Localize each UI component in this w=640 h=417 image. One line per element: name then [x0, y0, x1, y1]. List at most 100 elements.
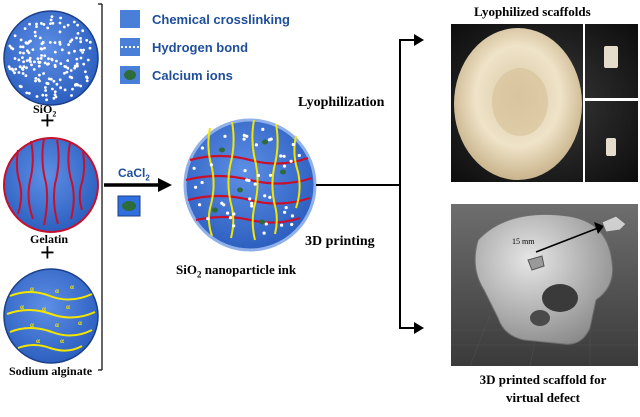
nanoparticle-dot — [76, 32, 80, 35]
nanoparticle-dot — [13, 57, 17, 60]
nanoparticle-dot — [31, 48, 35, 51]
printing-label: 3D printing — [305, 234, 375, 249]
nanoparticle-dot — [14, 67, 18, 71]
nanoparticle-dot — [36, 57, 40, 61]
arrow-print — [399, 185, 418, 329]
scale-label: 15 mm — [512, 237, 535, 246]
nanoparticle-dot — [71, 87, 74, 91]
alginate-label: Sodium alginate — [9, 364, 93, 378]
nanoparticle-dot — [73, 49, 76, 53]
nanoparticle-dot — [200, 146, 204, 150]
nanoparticle-dot — [59, 86, 62, 90]
nanoparticle-dot — [7, 65, 11, 69]
nanoparticle-dot — [85, 75, 89, 79]
nanoparticle-dot — [222, 203, 226, 207]
nanoparticle-dot — [60, 48, 64, 52]
lyophilization-label: Lyophilization — [298, 95, 385, 110]
nanoparticle-dot — [243, 169, 247, 173]
nanoparticle-dot — [39, 47, 43, 51]
nanoparticle-dot — [82, 48, 85, 52]
nanoparticle-dot — [37, 61, 41, 64]
nanoparticle-dot — [63, 65, 67, 68]
nanoparticle-dot — [53, 41, 57, 44]
nanoparticle-dot — [21, 68, 25, 71]
nanoparticle-dot — [242, 133, 246, 137]
silica-disc — [3, 10, 99, 106]
arrow-lyo — [316, 39, 418, 186]
nanoparticle-dot — [8, 67, 12, 71]
nanoparticle-dot — [48, 41, 52, 44]
nanoparticle-dot — [53, 63, 57, 67]
nanoparticle-dot — [66, 23, 70, 27]
nanoparticle-dot — [58, 42, 62, 46]
nanoparticle-dot — [25, 66, 28, 70]
nanoparticle-dot — [27, 51, 31, 55]
nanoparticle-dot — [68, 75, 72, 79]
nanoparticle-dot — [28, 22, 31, 26]
nanoparticle-dot — [232, 224, 236, 228]
nanoparticle-dot — [53, 50, 57, 54]
nanoparticle-dot — [282, 164, 287, 168]
nanoparticle-dot — [51, 21, 55, 25]
nanoparticle-dot — [198, 203, 202, 207]
nanoparticle-dot — [76, 23, 79, 27]
nanoparticle-dot — [290, 214, 294, 218]
nanoparticle-dot — [228, 216, 233, 220]
nanoparticle-dot — [81, 51, 84, 54]
nanoparticle-dot — [264, 222, 268, 226]
nanoparticle-dot — [268, 195, 272, 199]
nanoparticle-dot — [88, 46, 92, 50]
nanoparticle-dot — [242, 137, 246, 141]
nanoparticle-dot — [22, 65, 26, 69]
nanoparticle-dot — [79, 40, 83, 44]
nanoparticle-dot — [39, 57, 43, 60]
nanoparticle-dot — [59, 62, 63, 65]
plus-sign-2: + — [40, 238, 55, 267]
nanoparticle-dot — [34, 79, 37, 83]
nanoparticle-dot — [279, 154, 283, 158]
nanoparticle-dot — [263, 194, 267, 198]
nanoparticle-dot — [79, 84, 83, 88]
nanoparticle-dot — [232, 212, 236, 216]
nanoparticle-dot — [8, 44, 12, 48]
nanoparticle-dot — [226, 211, 230, 215]
nanoparticle-dot — [33, 30, 37, 34]
nanoparticle-dot — [63, 71, 66, 75]
nanoparticle-dot — [21, 72, 25, 75]
nanoparticle-dot — [70, 94, 73, 97]
nanoparticle-dot — [44, 93, 48, 97]
nanoparticle-dot — [28, 58, 31, 62]
gelatin-disc — [3, 137, 99, 233]
svg-text:α: α — [20, 303, 24, 311]
nanoparticle-dot — [75, 57, 79, 61]
lyophilized-title: Lyophilized scaffolds — [474, 4, 591, 19]
nanoparticle-dot — [47, 57, 50, 61]
nanoparticle-dot — [27, 91, 31, 95]
printed-title-line1: 3D printed scaffold for — [479, 372, 607, 387]
nanoparticle-dot — [74, 83, 77, 87]
nanoparticle-dot — [247, 178, 251, 183]
silica-label: SiO2 — [33, 102, 57, 119]
nanoparticle-dot — [42, 72, 45, 75]
nanoparticle-dot — [65, 70, 69, 74]
svg-text:α: α — [70, 283, 74, 291]
nanoparticle-dot — [29, 39, 32, 43]
nanoparticle-dot — [70, 38, 74, 42]
nanoparticle-dot — [52, 79, 56, 83]
nanoparticle-dot — [49, 77, 53, 81]
nanoparticle-dot — [13, 34, 17, 38]
cacl2-label: CaCl2 — [118, 166, 150, 183]
nanoparticle-dot — [79, 56, 83, 60]
nanoparticle-dot — [35, 95, 39, 98]
nanoparticle-dot — [55, 82, 59, 86]
nanoparticle-dot — [66, 59, 70, 62]
nanoparticle-dot — [35, 25, 38, 28]
nanoparticle-dot — [72, 20, 76, 24]
nanoparticle-dot — [38, 73, 41, 77]
nanoparticle-dot — [289, 159, 293, 163]
ink-disc — [183, 118, 317, 252]
svg-text:α: α — [55, 287, 59, 295]
nanoparticle-dot — [18, 65, 22, 69]
nanoparticle-dot — [22, 51, 25, 55]
nanoparticle-dot — [25, 59, 29, 62]
